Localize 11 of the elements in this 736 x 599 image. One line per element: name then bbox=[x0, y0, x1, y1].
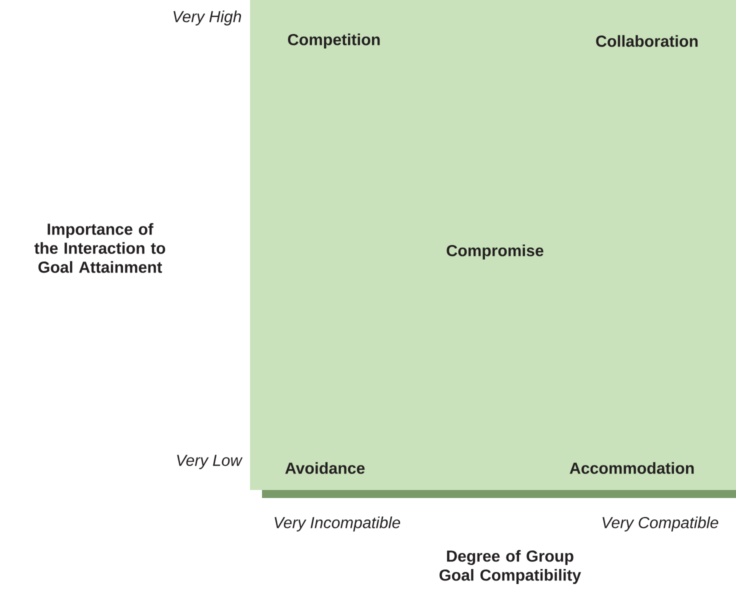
axis-label: Degree of Group Goal Compatibility bbox=[440, 550, 582, 584]
scale-label: Very High bbox=[174, 10, 242, 26]
quadrant-label: Competition bbox=[288, 34, 380, 48]
scale-label: Very Compatible bbox=[602, 516, 718, 532]
scale-label: Very Low bbox=[177, 454, 243, 470]
quadrant-label: Avoidance bbox=[285, 462, 365, 474]
quadrant-label: Collaboration bbox=[596, 35, 698, 47]
quadrant-label: Compromise bbox=[446, 244, 544, 260]
scale-label: Very Incompatible bbox=[274, 516, 400, 532]
axis-label: Importance of the Interaction to Goal Attainment bbox=[34, 223, 166, 273]
quadrant-label: Accommodation bbox=[570, 462, 694, 474]
